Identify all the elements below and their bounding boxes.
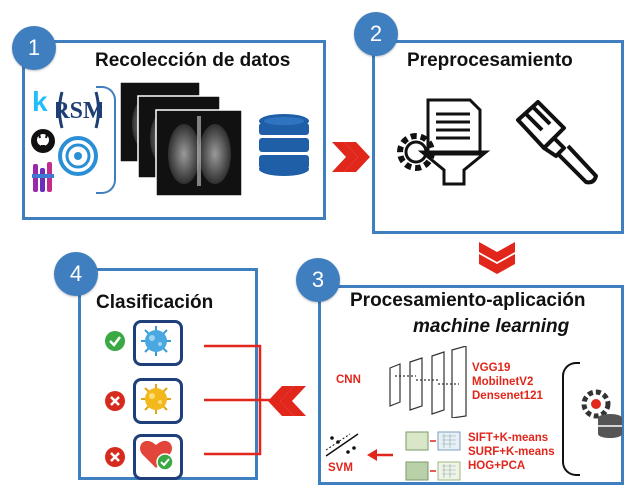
svm-method-sift: SIFT+K-means [468, 432, 549, 444]
cross-icon [105, 447, 125, 467]
step-3-panel [318, 285, 624, 485]
step-2-title: Preprocesamiento [407, 50, 573, 71]
gear-database-icon [581, 389, 622, 438]
step-2-badge: 2 [354, 12, 398, 56]
arrow-down-icon [479, 242, 515, 274]
database-icon [259, 114, 309, 176]
arrow-right-icon [332, 142, 370, 172]
chest-xray-stack [119, 81, 243, 197]
cross-icon [105, 391, 125, 411]
paint-brush-icon [516, 100, 598, 185]
result-2-frame [133, 378, 183, 424]
arrow-left-small-icon [367, 449, 393, 461]
nih-logo [58, 136, 98, 176]
virus-blue-icon [141, 326, 171, 356]
svg-text:RSM: RSM [56, 98, 102, 124]
kaggle-k-logo: k [32, 86, 48, 117]
feature-grid-images-icon [405, 431, 461, 481]
check-icon [105, 331, 125, 351]
cnn-layers-icon [389, 346, 467, 418]
results-bracket [204, 344, 276, 456]
svm-method-surf: SURF+K-means [468, 446, 555, 458]
cnn-label: CNN [336, 374, 361, 386]
step-3-title-line2: machine learning [413, 316, 570, 337]
cnn-model-vgg19: VGG19 [472, 362, 511, 374]
document-gear-filter-icon [397, 98, 491, 186]
cnn-model-mobilnetv2: MobilnetV2 [472, 376, 534, 388]
methods-brace [562, 362, 580, 476]
svm-method-hog: HOG+PCA [468, 460, 526, 472]
healthy-heart-icon [140, 440, 174, 471]
sources-bracket [96, 86, 116, 194]
cnn-model-densenet121: Densenet121 [472, 390, 543, 402]
mendeley-logo [32, 162, 54, 192]
step-1-title: Recolección de datos [95, 50, 291, 71]
svm-label: SVM [328, 462, 353, 474]
step-1-badge: 1 [12, 26, 56, 70]
step-4-title: Clasificación [96, 292, 214, 313]
step-3-badge: 3 [296, 258, 340, 302]
github-logo [31, 129, 55, 153]
result-3-frame [133, 434, 183, 480]
step-4-badge: 4 [54, 252, 98, 296]
virus-yellow-icon [141, 384, 171, 414]
step-3-title-line1: Procesamiento-aplicación [350, 290, 586, 311]
svm-scatter-icon [325, 433, 359, 457]
